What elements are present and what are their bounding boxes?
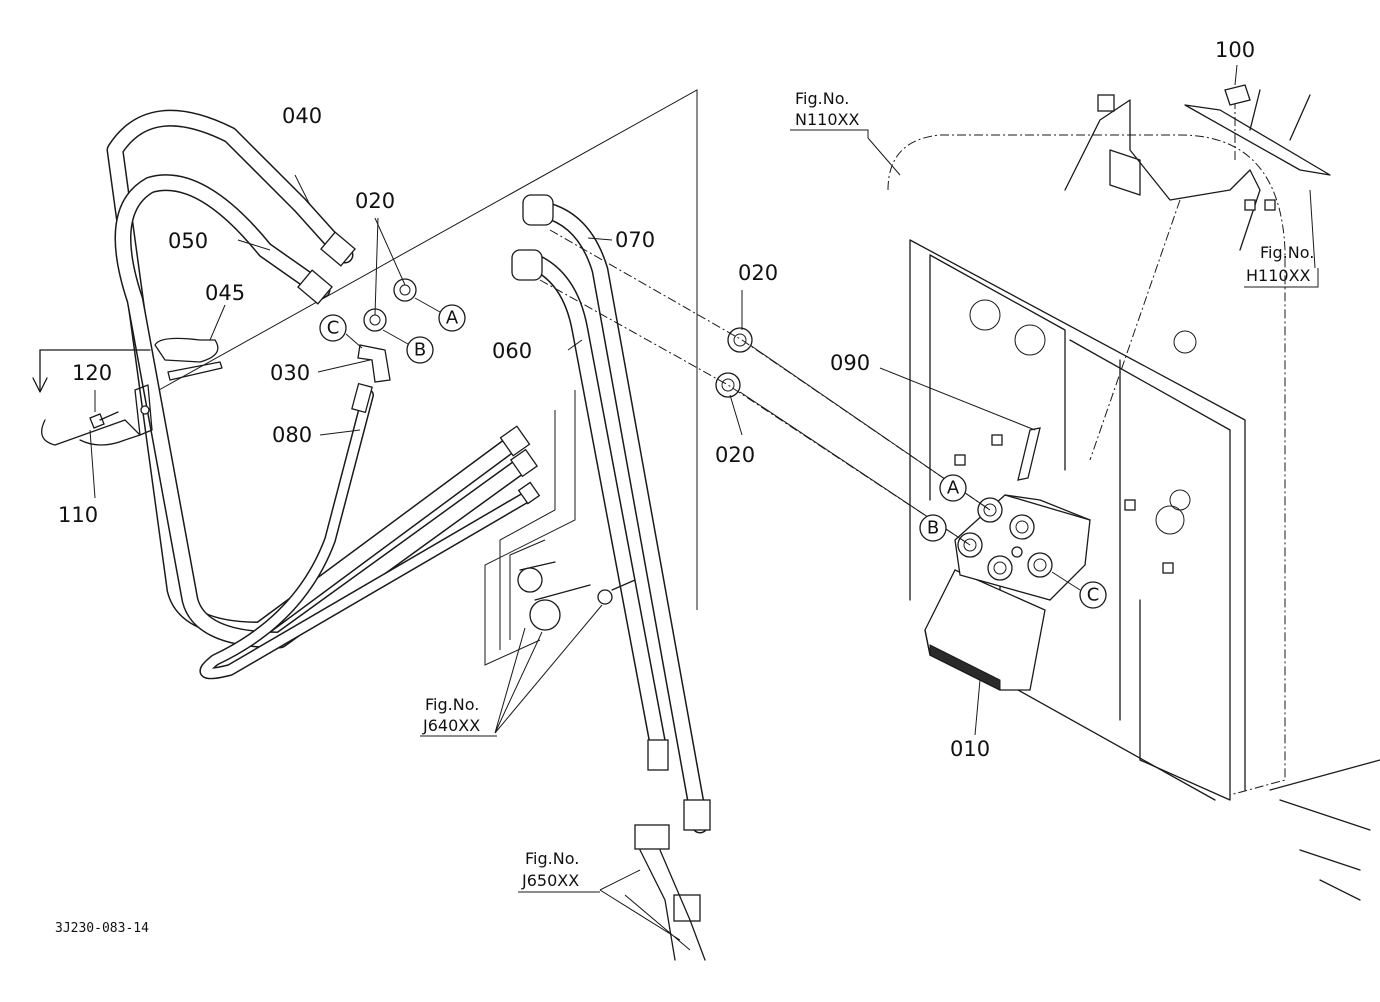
drawing-code: 3J230-083-14 xyxy=(55,921,149,936)
ref-h110-line2: H110XX xyxy=(1246,266,1311,285)
hose-fittings-left xyxy=(297,231,541,505)
port-marker-left-c: C xyxy=(327,318,340,339)
steering-unit-010 xyxy=(924,494,1091,691)
ref-h110-line1: Fig.No. xyxy=(1260,243,1314,262)
part-label-090: 090 xyxy=(830,351,870,375)
hose-fittings-center xyxy=(511,194,711,961)
fitting-020-right xyxy=(715,327,753,398)
part-label-120: 120 xyxy=(72,361,112,385)
bolt-120 xyxy=(89,411,119,429)
port-marker-right-c: C xyxy=(1087,585,1100,606)
part-label-030: 030 xyxy=(270,361,310,385)
fitting-020-upper xyxy=(363,278,417,332)
part-label-020-upper: 020 xyxy=(355,189,395,213)
part-label-080: 080 xyxy=(272,423,312,447)
nut-100 xyxy=(1224,84,1251,106)
ref-n110-line1: Fig.No. xyxy=(795,89,849,108)
part-label-020-right-top: 020 xyxy=(738,261,778,285)
part-label-100: 100 xyxy=(1215,38,1255,62)
port-marker-left-b: B xyxy=(414,340,426,361)
port-marker-left-a: A xyxy=(446,308,459,329)
part-labels: 040 050 045 020 030 080 120 110 070 060 … xyxy=(58,38,1255,761)
bolt-090 xyxy=(1017,427,1041,481)
leader-lines xyxy=(89,64,1316,951)
elbow-030 xyxy=(357,344,391,383)
part-label-060: 060 xyxy=(492,339,532,363)
port-marker-right-b: B xyxy=(927,518,939,539)
port-marker-right-a: A xyxy=(947,478,960,499)
ref-n110-line2: N110XX xyxy=(795,110,859,129)
part-label-110: 110 xyxy=(58,503,98,527)
port-markers: A B C A B C xyxy=(319,297,1107,609)
part-label-020-right-bottom: 020 xyxy=(715,443,755,467)
hose-050 xyxy=(114,174,531,649)
part-label-050: 050 xyxy=(168,229,208,253)
bracket-110 xyxy=(32,349,153,446)
exploded-plane-outline xyxy=(149,89,698,610)
hose-080 xyxy=(199,389,536,680)
hose-070 xyxy=(536,201,709,834)
figure-references: Fig.No. N110XX Fig.No. H110XX Fig.No. J6… xyxy=(420,89,1319,893)
part-label-040: 040 xyxy=(282,104,322,128)
j640-bracket-lines xyxy=(484,390,636,666)
ref-j640-line2: J640XX xyxy=(422,716,480,735)
part-label-045: 045 xyxy=(205,281,245,305)
steering-panel-frame xyxy=(887,89,1380,901)
part-label-010: 010 xyxy=(950,737,990,761)
ref-j650-line2: J650XX xyxy=(521,871,579,890)
clamp-045 xyxy=(154,337,223,381)
part-label-070: 070 xyxy=(615,228,655,252)
ref-j650-line1: Fig.No. xyxy=(525,849,579,868)
ref-j640-line1: Fig.No. xyxy=(425,695,479,714)
